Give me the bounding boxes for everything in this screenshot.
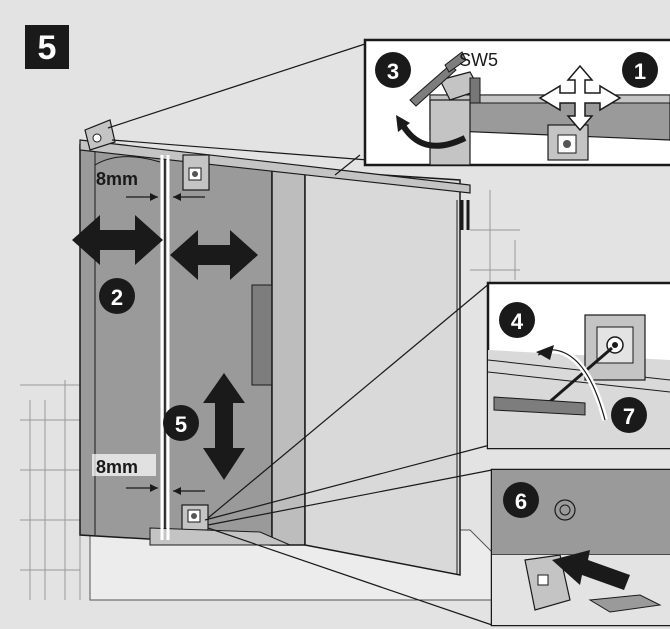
- gap-measure-bottom: 8mm: [92, 454, 205, 495]
- callout-2-label: 2: [111, 285, 123, 310]
- callout-5: 5: [163, 405, 199, 441]
- detail-inset-middle: 4 7: [486, 281, 670, 450]
- callout-3: 3: [375, 52, 411, 88]
- rotate-arrow-3: [397, 118, 467, 149]
- callout-4-label: 4: [511, 309, 524, 334]
- push-arrow-6: [552, 550, 630, 590]
- callout-5-label: 5: [175, 412, 187, 437]
- callout-3-label: 3: [387, 59, 399, 84]
- sliding-door: [271, 164, 470, 576]
- callout-1-label: 1: [634, 59, 646, 84]
- callout-2: 2: [99, 278, 135, 314]
- horizontal-adjust-arrow-left: [72, 215, 163, 265]
- gap-lines: [160, 155, 170, 540]
- fixed-panel-middle: [164, 151, 273, 546]
- hex-wrench: [409, 64, 457, 107]
- fixed-panel-left: [79, 144, 166, 541]
- detail-inset-bottom: 6: [490, 468, 670, 627]
- leader-lines: [107, 42, 493, 626]
- callout-6: 6: [503, 482, 539, 518]
- callout-1: 1: [622, 52, 658, 88]
- top-rail: [79, 139, 471, 194]
- callout-6-label: 6: [515, 489, 527, 514]
- callout-7: 7: [611, 397, 647, 433]
- step-number-badge: 5: [25, 25, 69, 69]
- callout-4: 4: [499, 302, 535, 338]
- step-number: 5: [38, 29, 57, 67]
- move-cross-arrow: [538, 64, 622, 132]
- bottom-base-plate: [149, 527, 291, 546]
- vertical-adjust-arrow: [203, 373, 245, 480]
- callout-7-label: 7: [623, 404, 635, 429]
- gap-label-bottom: 8mm: [96, 457, 138, 477]
- horizontal-adjust-arrow-right: [170, 230, 258, 280]
- top-bracket: [84, 119, 116, 151]
- gap-measure-top: 8mm: [94, 156, 205, 201]
- adjuster-top: [182, 154, 210, 191]
- gap-label-top: 8mm: [96, 169, 138, 189]
- wrench-size-label: SW5: [459, 50, 498, 70]
- adjuster-bottom: [181, 504, 209, 531]
- door-handle: [251, 284, 273, 386]
- detail-inset-top: SW5 3 1: [363, 38, 670, 167]
